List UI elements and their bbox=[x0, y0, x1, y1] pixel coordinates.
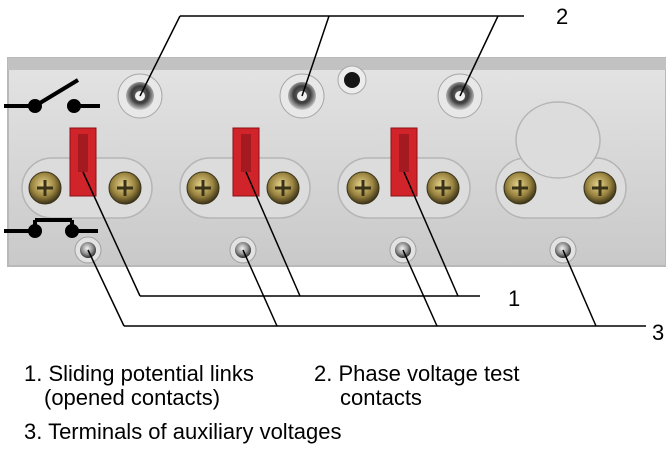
callout-number-2: 2 bbox=[556, 4, 569, 29]
legend-item-1: 1. Sliding potential links (opened conta… bbox=[24, 362, 254, 410]
legend-item-2-line-2: contacts bbox=[340, 385, 422, 410]
leader-lines-3 bbox=[87, 249, 646, 327]
legend-item-2-line-1: 2. Phase voltage test bbox=[314, 361, 520, 386]
legend-item-1-line-2: (opened contacts) bbox=[44, 385, 221, 410]
legend-item-1-line-1: 1. Sliding potential links bbox=[24, 361, 254, 386]
open-switch-symbol bbox=[4, 78, 100, 113]
terminal-block-diagram bbox=[4, 15, 666, 327]
legend-item-2: 2. Phase voltage test contacts bbox=[314, 362, 519, 410]
leader-lines-2 bbox=[139, 15, 524, 97]
callout-number-3: 3 bbox=[652, 320, 665, 345]
panel-shadow-band bbox=[8, 58, 666, 70]
closed-switch-symbol bbox=[4, 218, 98, 238]
brass-screws bbox=[28, 171, 617, 205]
legend-item-3: 3. Terminals of auxiliary voltages bbox=[24, 419, 342, 444]
sliding-links bbox=[69, 127, 418, 197]
callout-number-1: 1 bbox=[508, 286, 521, 311]
